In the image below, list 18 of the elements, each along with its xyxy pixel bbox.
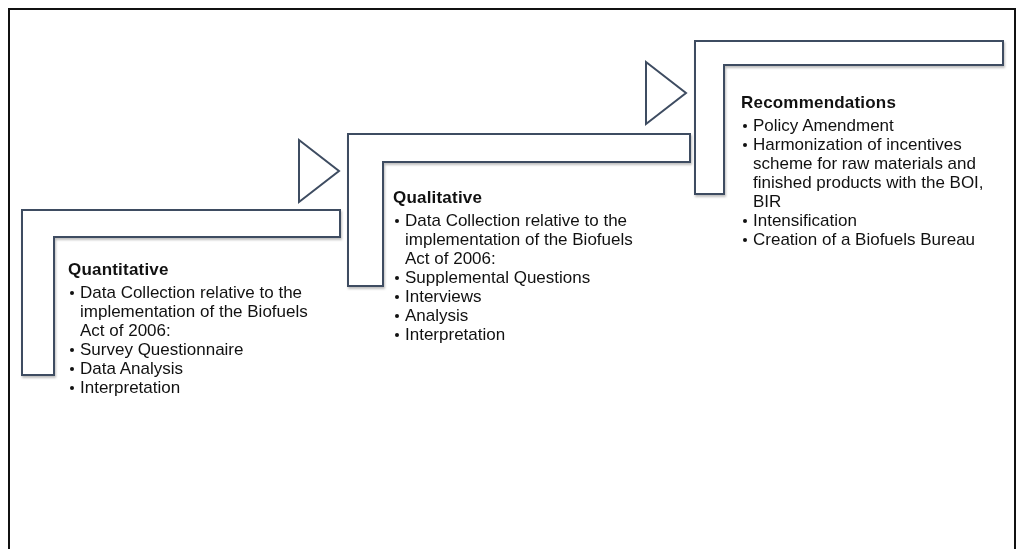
bullet-item: Data Collection relative to the implementation of the Biofuels Act of 2006: [68,283,318,340]
chevron-arrow [298,137,341,205]
bullet-item: Intensification [741,211,996,230]
bullet-item: Data Collection relative to the implementation of the Biofuels Act of 2006: [393,211,653,268]
step-heading: Recommendations [741,93,898,113]
step-heading: Quantitative [68,260,170,280]
bullet-item: Policy Amendment [741,116,996,135]
bullet-item: Analysis [393,306,653,325]
bullet-item: Harmonization of incentives scheme for raw materials and finished products with the BOI, BIR [741,135,996,211]
bullet-item: Interpretation [393,325,653,344]
bullet-item: Creation of a Biofuels Bureau [741,230,996,249]
bullet-item: Supplemental Questions [393,268,653,287]
bullet-item: Interpretation [68,378,318,397]
bullet-item: Interviews [393,287,653,306]
chevron-arrow [645,59,688,127]
bullet-item: Survey Questionnaire [68,340,318,359]
step-heading: Qualitative [393,188,484,208]
bullet-item: Data Analysis [68,359,318,378]
